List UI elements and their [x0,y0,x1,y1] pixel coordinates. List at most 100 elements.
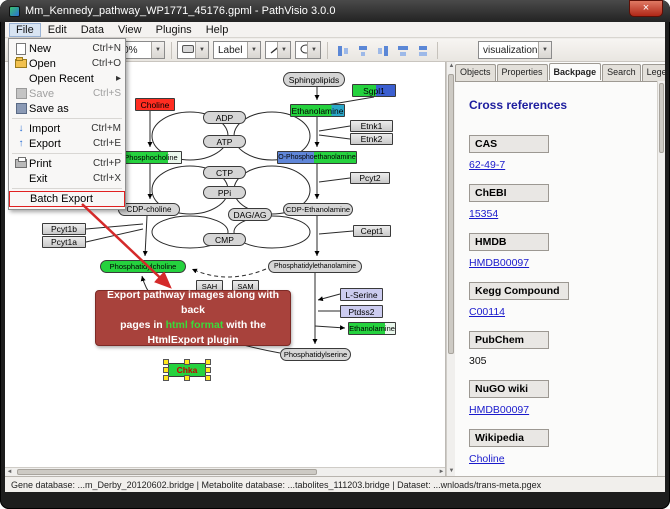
title-bar: Mm_Kennedy_pathway_WP1771_45176.gpml - P… [0,0,670,22]
menu-help[interactable]: Help [205,23,229,36]
label-tool-dropdown[interactable]: Label ▼ [213,41,261,59]
hscroll-thumb[interactable] [17,469,317,475]
shape-tool-dropdown[interactable]: ▼ [295,41,321,59]
node-phosphocholine[interactable]: Phosphocholine [120,151,182,164]
toolbar-separator [437,42,438,59]
node-cdp-choline[interactable]: CDP-choline [118,203,180,216]
chevron-down-icon[interactable]: ▼ [247,42,260,58]
section-header: HMDB [469,233,549,251]
node-ethanolamine-top[interactable]: Ethanolamine [290,104,345,117]
node-pcyt1b[interactable]: Pcyt1b [42,223,86,235]
node-cmp[interactable]: CMP [203,233,246,246]
tab-legend[interactable]: Legend [641,64,665,81]
export-arrow-icon: ↑ [18,137,24,149]
menu-plugins[interactable]: Plugins [155,23,192,36]
backpage-section-cas: CAS 62-49-7 [469,134,657,171]
crossref-link[interactable]: C00114 [469,306,506,318]
menu-item-batch-export[interactable]: Batch Export [9,191,125,207]
node-phosphatidylserine[interactable]: Phosphatidylserine [280,348,351,361]
node-sgpl1[interactable]: Sgpl1 [352,84,396,97]
selection-handle[interactable] [163,359,169,365]
menu-item-print[interactable]: Print Ctrl+P [9,156,125,171]
chevron-down-icon[interactable]: ▼ [277,42,290,58]
chevron-down-icon[interactable]: ▼ [151,42,164,58]
node-cdp-ethanolamine[interactable]: CDP-Ethanolamine [283,203,353,216]
selection-handle[interactable] [205,359,211,365]
annotation-callout: Export pathway images along with back pa… [95,289,291,346]
scroll-right-icon[interactable]: ► [438,469,445,475]
node-cept1[interactable]: Cept1 [353,225,391,237]
tab-search[interactable]: Search [602,64,641,81]
menu-item-save-as[interactable]: Save as [9,101,125,116]
stack-button[interactable] [413,41,433,60]
node-phosphatidylcholine[interactable]: Phosphatidylcholine [100,260,186,273]
node-ctp[interactable]: CTP [203,166,246,179]
tab-backpage[interactable]: Backpage [548,63,602,80]
crossref-link[interactable]: HMDB00097 [469,257,530,269]
scroll-down-icon[interactable]: ▼ [448,468,455,474]
node-ptdss2[interactable]: Ptdss2 [340,305,383,318]
align-center-button[interactable] [353,41,373,60]
tab-properties[interactable]: Properties [496,64,548,81]
line-tool-dropdown[interactable]: ▼ [265,41,291,59]
menu-item-exit[interactable]: Exit Ctrl+X [29,172,121,185]
node-dag[interactable]: DAG/AG [228,208,272,221]
menu-edit[interactable]: Edit [47,23,67,36]
node-ppi[interactable]: PPi [203,186,246,199]
scroll-up-icon[interactable]: ▲ [448,63,455,69]
selection-handle[interactable] [205,367,211,373]
tab-objects[interactable]: Objects [455,64,496,81]
node-pcyt1a[interactable]: Pcyt1a [42,236,86,248]
crossref-link[interactable]: HMDB00097 [469,404,530,416]
align-right-button[interactable] [373,41,393,60]
close-button[interactable]: × [629,0,663,17]
node-etnk2[interactable]: Etnk2 [350,133,393,145]
selection-handle[interactable] [163,375,169,381]
menu-item-open[interactable]: Open Ctrl+O [9,56,125,71]
chevron-down-icon[interactable]: ▼ [307,42,320,58]
selection-handle[interactable] [205,375,211,381]
node-adp[interactable]: ADP [203,111,246,124]
menu-view[interactable]: View [117,23,142,36]
menu-file[interactable]: File [9,22,41,37]
import-arrow-icon: ↓ [18,122,24,134]
datanode-dropdown[interactable]: ▼ [177,41,209,59]
selection-handle[interactable] [184,359,190,365]
side-panel: Objects Properties Backpage Search Legen… [455,62,665,476]
crossref-link[interactable]: 15354 [469,208,499,220]
menu-item-export[interactable]: ↑ Export Ctrl+E [9,136,125,151]
canvas-vscrollbar[interactable]: ▲ ▼ [446,62,455,476]
node-ethanolamine-bottom[interactable]: Ethanolamine [348,322,396,335]
menu-item-open-recent[interactable]: Open Recent ▸ [29,72,121,85]
node-atp[interactable]: ATP [203,135,246,148]
chevron-down-icon[interactable]: ▼ [538,42,551,58]
menu-item-import[interactable]: ↓ Import Ctrl+M [9,121,125,136]
crossref-link[interactable]: 62-49-7 [469,159,506,171]
menu-data[interactable]: Data [80,23,104,36]
backpage-section-wikipedia: Wikipedia Choline [469,428,657,465]
visualization-combobox[interactable]: visualization ▼ [478,41,552,59]
menu-item-new[interactable]: New Ctrl+N [9,41,125,56]
node-phosphatidylethanolamine[interactable]: Phosphatidylethanolamine [268,260,362,273]
node-l-serine[interactable]: L-Serine [340,288,383,301]
menu-item-save[interactable]: Save Ctrl+S [9,86,125,101]
selection-handle[interactable] [163,367,169,373]
panel-scroll-thumb[interactable] [659,83,664,153]
stack-icon [419,45,427,56]
node-etnk1[interactable]: Etnk1 [350,120,393,132]
scroll-left-icon[interactable]: ◄ [6,469,13,475]
chevron-down-icon[interactable]: ▼ [195,42,208,58]
crossref-link[interactable]: Choline [469,453,505,465]
align-top-button[interactable] [393,41,413,60]
canvas-hscrollbar[interactable]: ◄ ► [5,467,445,476]
vscroll-thumb[interactable] [448,74,454,354]
node-choline[interactable]: Choline [135,98,175,111]
node-o-phosphoethanolamine[interactable]: O-Phosphoethanolamine [277,151,357,164]
panel-scrollbar[interactable] [657,81,665,476]
node-pcyt2[interactable]: Pcyt2 [350,172,390,184]
selection-handle[interactable] [184,375,190,381]
align-left-button[interactable] [333,41,353,60]
backpage-section-chebi: ChEBI 15354 [469,183,657,220]
backpage-section-pubchem: PubChem 305 [469,330,657,367]
node-sphingolipids[interactable]: Sphingolipids [283,72,345,87]
